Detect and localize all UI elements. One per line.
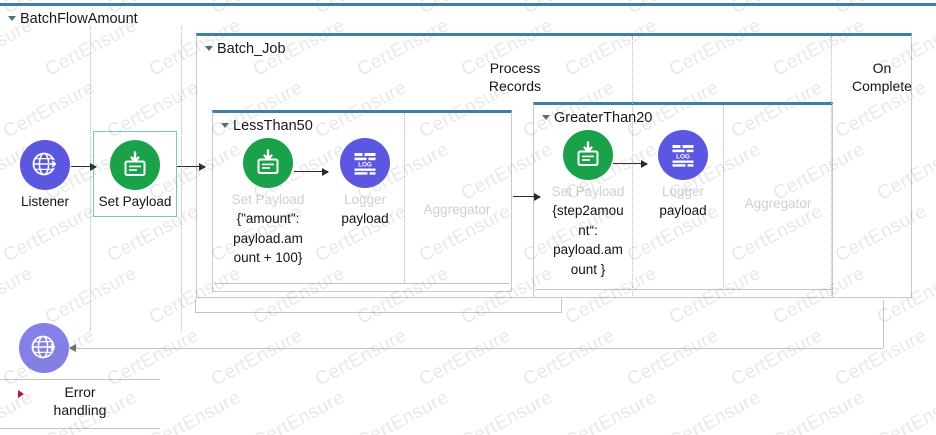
- placeholder-aggregator-step2[interactable]: Aggregator: [744, 196, 812, 211]
- error-return-riser: [883, 300, 884, 348]
- scope-batch-job-name: Batch_Job: [217, 41, 286, 57]
- return-path-right: [561, 298, 562, 313]
- node-set-payload-main[interactable]: Set Payload: [92, 140, 178, 209]
- node-set-payload-step1[interactable]: Set Payload {"amount": payload.am ount +…: [222, 138, 314, 268]
- flow-name: BatchFlowAmount: [20, 11, 138, 27]
- svg-text:LOG: LOG: [358, 162, 372, 169]
- set-payload-icon: [563, 130, 613, 180]
- chevron-down-icon[interactable]: [542, 114, 550, 120]
- step-bottom-rail: [214, 283, 510, 284]
- node-listener-label: Listener: [20, 194, 70, 209]
- error-handling-divider: [0, 379, 160, 380]
- label-process-records-line2: Records: [488, 77, 542, 94]
- connector-setpayload-to-batchjob: [177, 162, 206, 171]
- flow-scope-title: BatchFlowAmount: [8, 11, 138, 27]
- value-line: ount + 100}: [233, 250, 303, 266]
- chevron-down-icon[interactable]: [205, 45, 213, 51]
- step-bottom-rail: [535, 289, 831, 290]
- node-set-payload-step2-label: Set Payload: [551, 184, 625, 199]
- scope-step-greaterthan20-name: GreaterThan20: [554, 110, 653, 126]
- return-path-top: [195, 312, 562, 313]
- connector-step2-setpayload-to-logger: [613, 159, 648, 168]
- label-on-complete: On Complete: [830, 60, 934, 95]
- node-listener[interactable]: Listener: [2, 140, 88, 209]
- chevron-down-icon[interactable]: [8, 15, 16, 21]
- logger-log-icon: LOG: [340, 138, 390, 188]
- connector-listener-to-setpayload: [71, 162, 97, 171]
- label-process-records-line1: Process: [489, 60, 541, 76]
- error-handling-label-line2: handling: [53, 402, 107, 419]
- connector-step1-setpayload-to-logger: [294, 167, 329, 176]
- value-line: payload.am: [553, 242, 623, 258]
- batchjob-lane-guide: [632, 36, 633, 296]
- node-set-payload-step2-value: {step2amou nt“: payload.am ount }: [543, 201, 633, 279]
- node-logger-step1-value: payload: [322, 209, 408, 229]
- svg-text:LOG: LOG: [676, 154, 690, 161]
- scope-batch-job-title: Batch_Job: [205, 41, 286, 57]
- node-logger-step1-label: Logger: [343, 192, 387, 207]
- value-line: payload: [341, 211, 389, 227]
- node-set-payload-step1-label: Set Payload: [231, 192, 305, 207]
- chevron-down-icon[interactable]: [221, 122, 229, 128]
- value-line: {"amount":: [236, 211, 300, 227]
- step-lane-guide: [723, 105, 724, 290]
- error-return-line: [68, 348, 883, 349]
- caret-right-icon[interactable]: [18, 390, 24, 398]
- node-logger-step2-label: Logger: [661, 184, 705, 199]
- lane-guide: [90, 26, 91, 331]
- http-listener-globe-icon: [20, 140, 70, 190]
- value-line: ount }: [570, 261, 606, 277]
- node-logger-step2-value: payload: [640, 201, 726, 221]
- scope-step-lessthan50-name: LessThan50: [233, 118, 313, 134]
- connector-to-error-response: [70, 348, 71, 349]
- error-handling-label: Error handling: [30, 383, 130, 419]
- step-lane-guide: [404, 113, 405, 283]
- set-payload-icon: [243, 138, 293, 188]
- value-line: payload: [659, 203, 707, 219]
- value-line: {step2amou: [552, 203, 624, 219]
- http-response-globe-icon: [19, 323, 69, 373]
- placeholder-aggregator-step1[interactable]: Aggregator: [423, 202, 491, 217]
- label-on-complete-line1: On: [872, 60, 892, 76]
- value-line: nt“:: [578, 222, 598, 238]
- label-on-complete-line2: Complete: [852, 77, 912, 94]
- return-path-left: [195, 298, 196, 313]
- value-line: payload.am: [233, 230, 303, 246]
- scope-step-greaterthan20-title: GreaterThan20: [542, 110, 652, 126]
- node-logger-step2[interactable]: LOG Logger payload: [640, 130, 726, 221]
- set-payload-icon: [110, 140, 160, 190]
- node-set-payload-step1-value: {"amount": payload.am ount + 100}: [222, 209, 314, 268]
- scope-step-lessthan50-title: LessThan50: [221, 118, 313, 134]
- node-error-response[interactable]: [18, 323, 70, 373]
- node-set-payload-step2[interactable]: Set Payload {step2amou nt“: payload.am o…: [543, 130, 633, 279]
- selection-highlight-set-payload[interactable]: [93, 131, 177, 217]
- lane-guide: [181, 26, 182, 331]
- node-logger-step1[interactable]: LOG Logger payload: [322, 138, 408, 229]
- error-handling-label-line1: Error: [64, 384, 96, 400]
- batchjob-lane-guide: [831, 36, 832, 296]
- label-process-records: Process Records: [465, 60, 565, 95]
- error-handling-divider-bottom: [0, 428, 160, 429]
- node-set-payload-main-label: Set Payload: [98, 194, 172, 209]
- logger-log-icon: LOG: [658, 130, 708, 180]
- connector-step1-to-step2: [513, 192, 541, 201]
